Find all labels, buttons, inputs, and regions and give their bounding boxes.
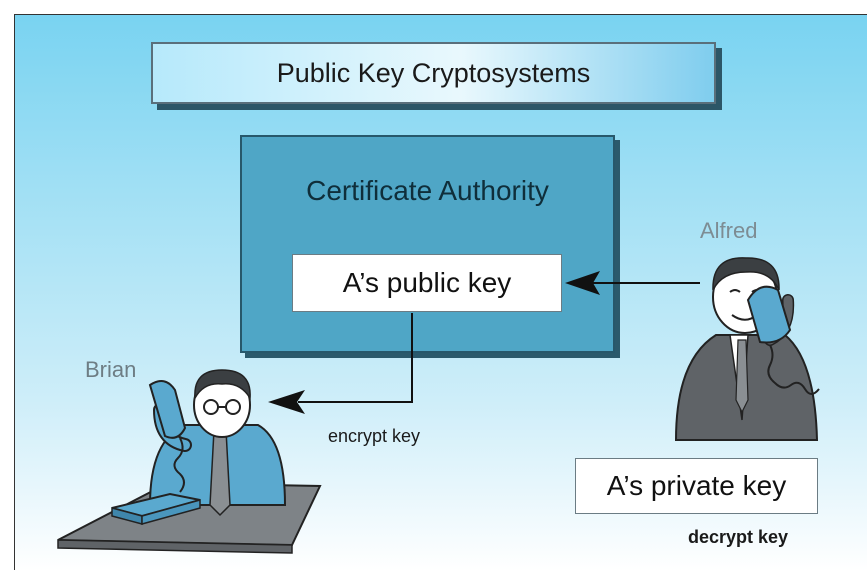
public-key-box: A’s public key [292,254,562,312]
brian-name-label: Brian [85,357,137,382]
encrypt-key-caption: encrypt key [328,426,421,446]
ca-to-brian-arrow [268,313,413,414]
private-key-label: A’s private key [606,470,787,501]
certificate-authority-title: Certificate Authority [306,175,549,206]
alfred-figure [674,257,820,441]
decrypt-key-caption: decrypt key [688,527,789,547]
diagram-title: Public Key Cryptosystems [276,57,591,88]
brian-figure [57,369,322,554]
alfred-name-label: Alfred [700,218,758,243]
public-key-label: A’s public key [342,267,512,298]
certificate-authority-box: Certificate Authority [240,135,615,353]
title-banner: Public Key Cryptosystems [151,42,716,104]
private-key-box: A’s private key [575,458,818,514]
alfred-to-ca-arrow [565,271,700,295]
